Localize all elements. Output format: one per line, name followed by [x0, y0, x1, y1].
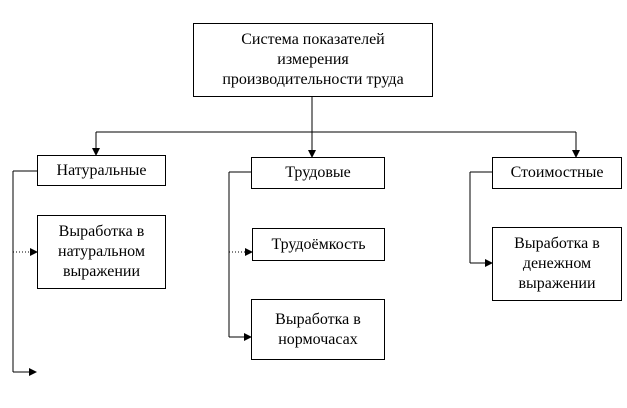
indicator-labor-intensity: Трудоёмкость — [252, 228, 385, 261]
root-node-label: Система показателей измерения производит… — [222, 31, 404, 88]
indicator-labor-intensity-label: Трудоёмкость — [271, 235, 366, 253]
category-labor: Трудовые — [251, 157, 385, 189]
indicator-natural-output: Выработка в натуральном выражении — [37, 215, 166, 289]
indicator-natural-output-label: Выработка в натуральном выражении — [58, 223, 145, 280]
category-labor-label: Трудовые — [285, 164, 351, 181]
category-natural: Натуральные — [37, 155, 166, 186]
root-node: Система показателей измерения производит… — [193, 23, 433, 97]
indicator-monetary-output-label: Выработка в денежном выражении — [514, 235, 600, 292]
category-natural-label: Натуральные — [56, 161, 147, 179]
category-cost: Стоимостные — [492, 157, 622, 189]
indicator-standard-hours-output: Выработка в нормочасах — [251, 299, 385, 360]
indicator-monetary-output: Выработка в денежном выражении — [492, 227, 622, 301]
indicator-standard-hours-output-label: Выработка в нормочасах — [275, 310, 361, 348]
category-cost-label: Стоимостные — [510, 164, 604, 181]
